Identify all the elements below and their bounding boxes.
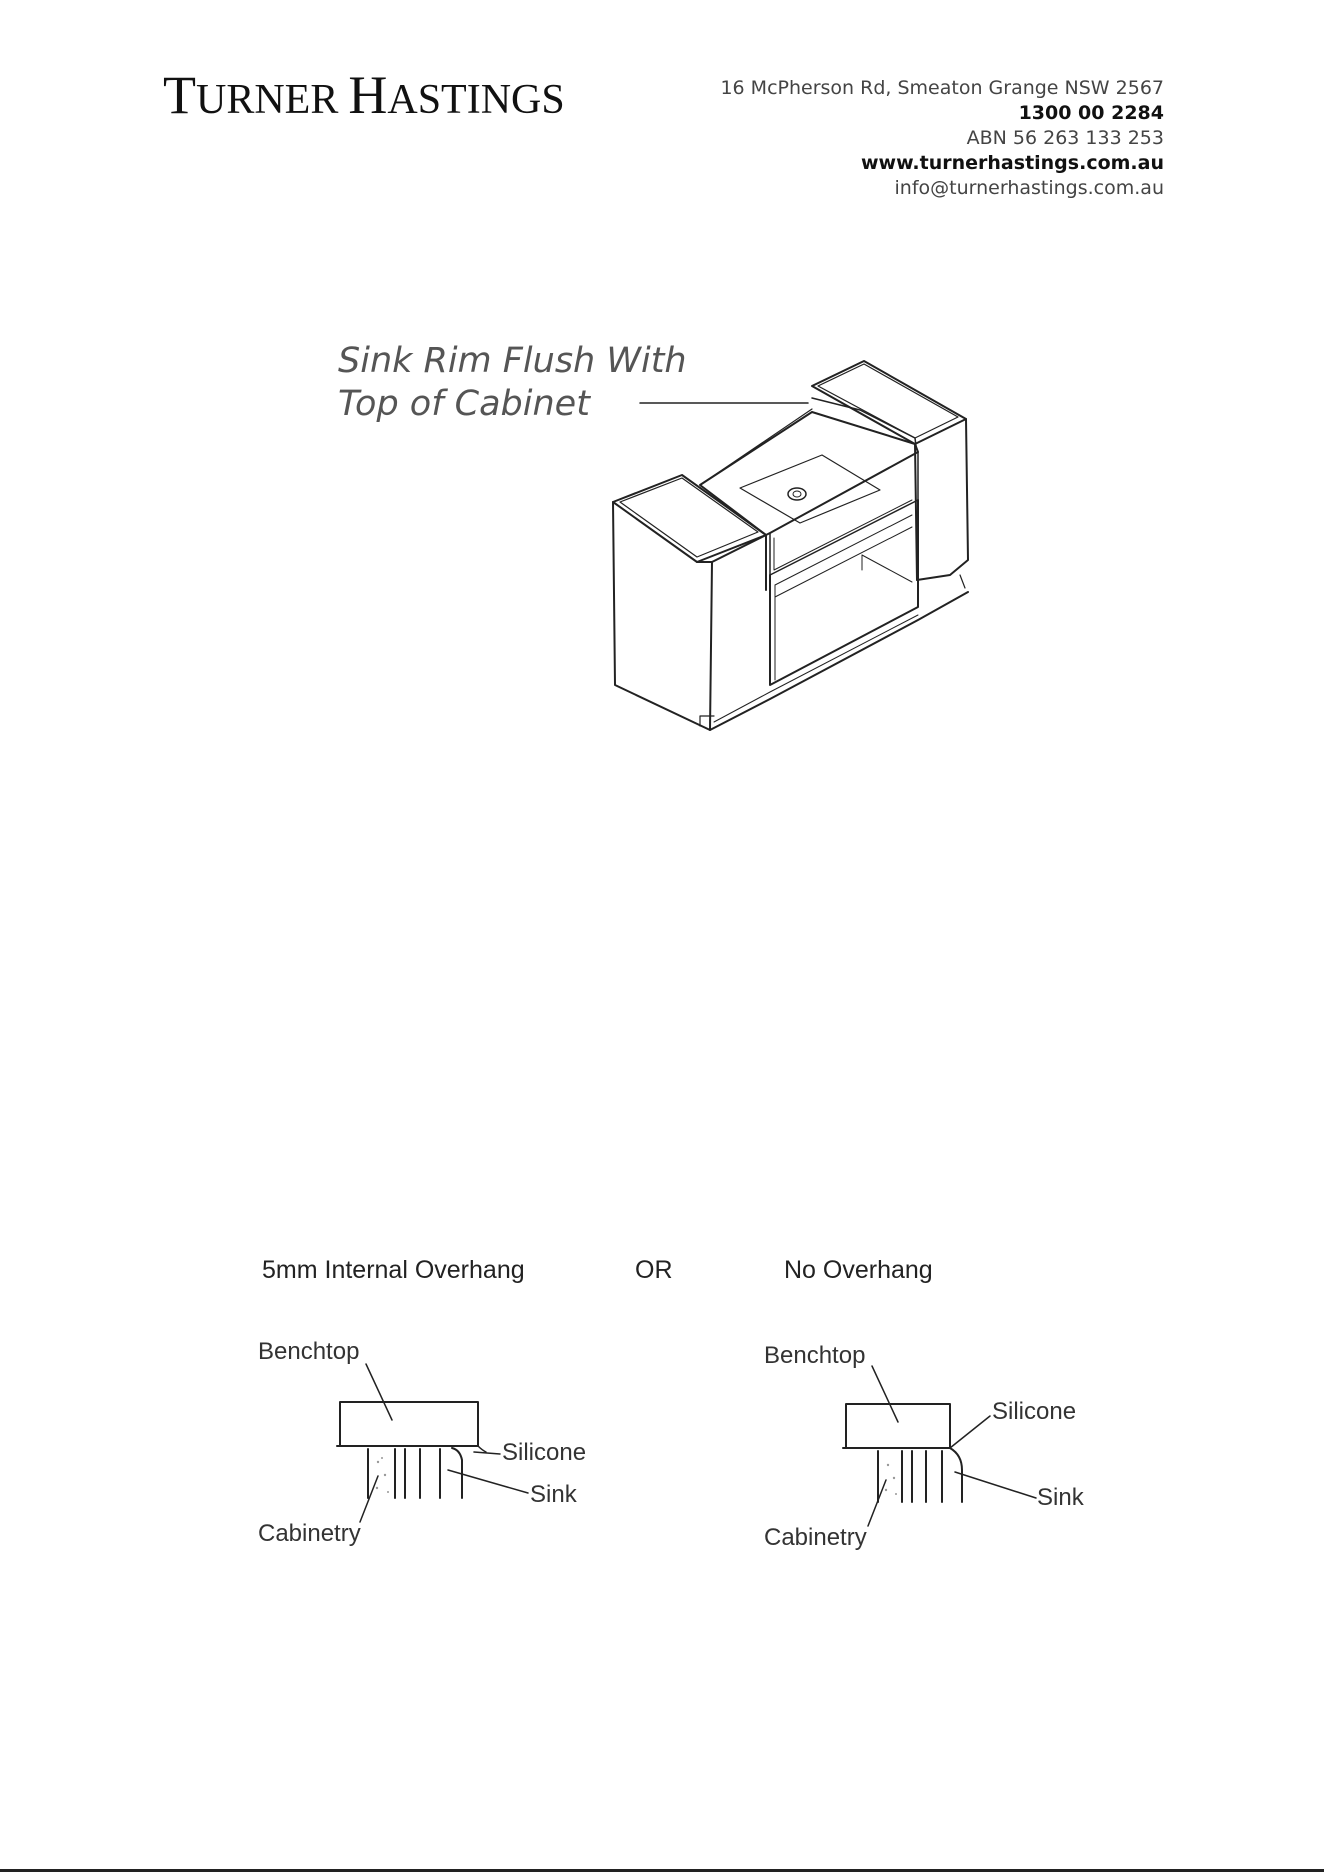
silicone-label-right: Silicone: [992, 1398, 1076, 1426]
section-no-overhang: [843, 1366, 1036, 1526]
silicone-leader-right: [950, 1416, 990, 1448]
sink-label-left: Sink: [530, 1481, 577, 1509]
base-plinth: [710, 592, 968, 730]
cabinetry-label-right: Cabinetry: [764, 1524, 867, 1552]
option-no-overhang-heading: No Overhang: [784, 1256, 933, 1285]
sink-label-right: Sink: [1037, 1484, 1084, 1512]
section-5mm-overhang: [337, 1364, 528, 1522]
silicone-label-left: Silicone: [502, 1439, 586, 1467]
benchtop-label-right: Benchtop: [764, 1342, 865, 1370]
sink-leader-left: [448, 1470, 528, 1493]
sink-edge-right: [950, 1448, 962, 1502]
benchtop-label-left: Benchtop: [258, 1338, 359, 1366]
left-tower: [613, 475, 766, 730]
isometric-vanity-drawing: [613, 361, 968, 730]
silicone-leader-left: [474, 1452, 500, 1454]
option-5mm-overhang-heading: 5mm Internal Overhang: [262, 1256, 525, 1285]
benchtop-slab-right: [846, 1404, 950, 1448]
cabinetry-hatch-left: [376, 1457, 389, 1493]
benchtop-slab-left: [340, 1402, 478, 1446]
open-shelf: [770, 500, 918, 685]
sink-leader-right: [955, 1472, 1036, 1498]
benchtop-leader-left: [366, 1364, 392, 1420]
or-separator: OR: [635, 1256, 673, 1285]
cabinetry-label-left: Cabinetry: [258, 1520, 361, 1548]
benchtop-leader-right: [872, 1366, 898, 1422]
cabinetry-hatch-right: [885, 1464, 897, 1495]
